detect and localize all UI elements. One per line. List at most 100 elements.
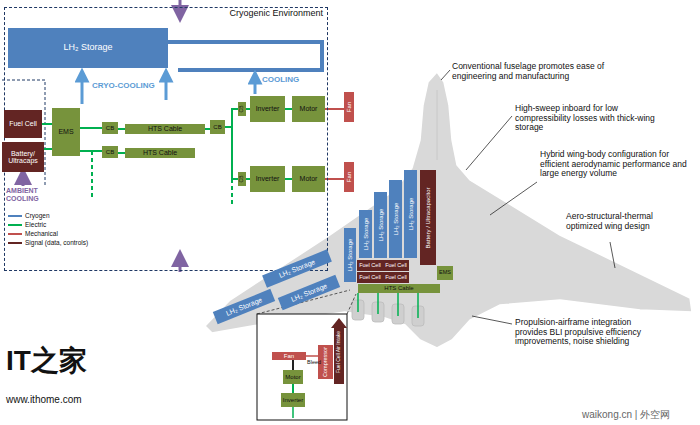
legend-swatch — [8, 233, 22, 235]
component-box: Fan — [344, 162, 354, 192]
legend-swatch — [8, 242, 22, 244]
component-box: CB — [102, 122, 118, 134]
component-box: CB — [210, 120, 225, 134]
box-label: Fan — [284, 353, 294, 359]
box-label: Fuel Cell — [359, 275, 381, 281]
drawing-part — [377, 293, 379, 314]
box-label: HTS Cable — [143, 149, 177, 156]
drawing-part — [466, 116, 512, 170]
component-box: LH₂ Storage — [389, 180, 402, 258]
box-label: Motor — [300, 105, 318, 112]
box-label: CB — [213, 124, 221, 130]
cooling-label: COOLING — [262, 76, 299, 85]
component-box: LH₂ Storage — [8, 28, 168, 68]
region-title: Cryogenic Environment — [229, 9, 323, 18]
watermark: IT之家 — [6, 345, 87, 376]
box-label: Motor — [285, 374, 300, 380]
wire-connector — [225, 127, 238, 179]
component-box: Motor — [292, 96, 325, 122]
component-box: Fuel Cell — [357, 272, 383, 283]
box-label: Fuel Cell — [359, 263, 381, 269]
cooling-arrow — [254, 77, 257, 94]
wire-connector — [325, 178, 344, 180]
box-label: Inverter — [256, 175, 280, 182]
cryo-arrow — [81, 75, 84, 104]
box-label: CB — [239, 176, 244, 183]
bleed-line — [306, 355, 318, 357]
drawing-part — [441, 70, 450, 80]
flow-label: Bleed — [307, 359, 321, 365]
ambient-arrow — [179, 258, 182, 272]
box-label: Fuel Cell — [9, 120, 37, 127]
component-box: Fuel Cell — [357, 260, 383, 271]
component-box: LH₂ Storage — [344, 228, 356, 282]
cryogen-pipe — [168, 42, 322, 70]
wire-connector — [325, 108, 344, 110]
nacelles — [352, 300, 424, 326]
component-box: Inverter — [250, 96, 285, 122]
box-label: LH₂ Storage — [347, 239, 353, 272]
box-label: CB — [106, 149, 114, 155]
drawing-part — [357, 293, 359, 312]
callout-text: High-sweep inboard for low compressibili… — [515, 104, 665, 133]
box-label: LH₂ Storage — [290, 282, 328, 303]
box-label: LH₂ Storage — [392, 203, 398, 236]
legend-row: Mechanical — [8, 230, 58, 237]
box-label: Inverter — [256, 105, 280, 112]
cryo-arrow — [165, 75, 168, 100]
fuselage-line — [437, 90, 438, 160]
component-box: EMS — [52, 108, 80, 156]
wire-connector — [80, 127, 102, 129]
cooling-label: CRYO-COOLING — [92, 82, 155, 91]
legend-swatch — [8, 224, 22, 226]
component-box: LH₂ Storage — [359, 210, 372, 258]
legend-row: Signal (data, controls) — [8, 239, 88, 246]
wire-connector — [118, 152, 125, 154]
inverter-feed — [292, 407, 294, 418]
component-box: Fuel Cell — [4, 110, 42, 138]
box-label: Inverter — [283, 397, 303, 403]
box-label: Battery / Ultracapacitor — [425, 187, 431, 248]
inset-box — [257, 314, 347, 420]
component-box: Inverter — [250, 166, 285, 192]
drawing-part — [397, 293, 399, 316]
wire-connector — [285, 108, 292, 110]
box-label: Fan — [346, 172, 352, 182]
component-box: HTS Cable — [125, 124, 205, 134]
wire-connector — [292, 360, 294, 370]
component-box: Battery/ Ultracaps — [2, 142, 44, 172]
component-box: LH₂ Storage — [213, 289, 275, 324]
component-box: LH₂ Storage — [374, 192, 387, 258]
drawing-part — [347, 294, 356, 314]
wire-connector — [118, 128, 125, 130]
box-label: LH₂ Storage — [225, 296, 263, 317]
aircraft-outline — [205, 72, 692, 348]
component-box: Inverter — [281, 393, 305, 407]
component-box: CB — [238, 172, 246, 186]
component-box: EMS — [437, 266, 453, 280]
legend-swatch — [8, 215, 22, 217]
legend-text: Cryogen — [25, 212, 50, 219]
component-box: CB — [102, 146, 118, 158]
wire-connector — [42, 123, 52, 125]
arrow-label: Fuel Cell Air Intake — [336, 331, 342, 373]
callout-text: Propulsion-airframe integration provides… — [515, 318, 665, 347]
drawing-part — [417, 293, 419, 318]
ambient-arrow — [22, 176, 25, 186]
box-label: Fuel Cell — [385, 263, 407, 269]
callout-text: Hybrid wing-body configuration for effic… — [540, 150, 690, 179]
wire-connector — [80, 150, 102, 152]
box-label: EMS — [439, 270, 451, 276]
component-box: Fan — [344, 92, 354, 122]
box-label: LH₂ Storage — [377, 209, 383, 242]
wire-connector — [44, 148, 52, 150]
box-label: HTS Cable — [148, 125, 182, 132]
component-box: CB — [238, 102, 246, 116]
box-label: EMS — [58, 128, 73, 135]
legend-text: Electric — [25, 221, 46, 228]
callout-text: Conventional fuselage promotes ease of e… — [452, 62, 622, 81]
component-box: Fan — [272, 352, 306, 360]
component-box: HTS Cable — [358, 284, 440, 293]
component-box: Battery / Ultracapacitor — [420, 170, 436, 265]
box-label: LH₂ Storage — [362, 218, 368, 251]
